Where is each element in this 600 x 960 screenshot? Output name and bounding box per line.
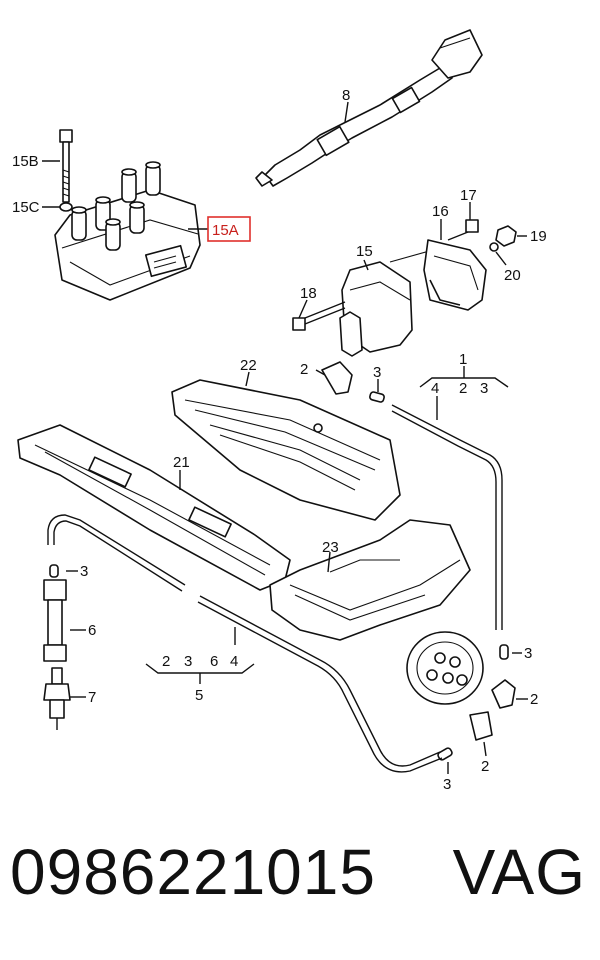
nut-19[interactable] (495, 225, 517, 247)
label-2-bottom: 2 (481, 758, 489, 775)
distributor-cap[interactable] (406, 631, 484, 705)
label-5-sub-6: 6 (210, 653, 218, 670)
ignition-lead-4-right[interactable] (391, 404, 503, 630)
label-22: 22 (240, 357, 257, 374)
label-8: 8 (342, 87, 350, 104)
ignition-lead-4-left-outer (53, 520, 183, 592)
brand-name: VAG (452, 836, 586, 908)
label-15C: 15C (12, 199, 40, 216)
washer-15C[interactable] (59, 202, 73, 212)
label-3-top: 3 (373, 364, 381, 381)
callout-labels: 8 15B 15C 15A 17 16 19 20 15 18 2 3 22 1… (12, 87, 547, 793)
connector-2-upper[interactable] (321, 361, 353, 395)
spark-plug-connector-6[interactable] (43, 579, 67, 662)
label-23: 23 (322, 539, 339, 556)
label-3-bottom: 3 (443, 776, 451, 793)
ignition-lead-4-right-outer (391, 410, 497, 630)
label-1-sub-2: 2 (459, 380, 467, 397)
label-20: 20 (504, 267, 521, 284)
label-15A: 15A (212, 222, 239, 239)
label-5: 5 (195, 687, 203, 704)
ignition-coil-pack-15A[interactable] (54, 161, 201, 301)
screw-17[interactable] (447, 219, 479, 241)
connector-2-right[interactable] (491, 679, 516, 709)
label-18: 18 (300, 285, 317, 302)
leader-lines (42, 101, 528, 774)
part-number: 0986221015 (10, 836, 376, 908)
sleeve-3-right[interactable] (499, 644, 509, 660)
label-5-sub-2: 2 (162, 653, 170, 670)
ignition-module-16[interactable] (423, 239, 487, 311)
ignition-coil-15[interactable] (339, 247, 441, 357)
label-3-left: 3 (80, 563, 88, 580)
sleeve-3-top[interactable] (369, 391, 385, 403)
ignition-lead-4-long-outer (197, 601, 443, 773)
engine-cover-22[interactable] (171, 379, 401, 521)
ignition-lead-4-long[interactable] (199, 595, 441, 767)
label-21: 21 (173, 454, 190, 471)
spark-plug-7[interactable] (43, 667, 71, 730)
bolt-18[interactable] (292, 301, 346, 331)
label-7: 7 (88, 689, 96, 706)
engine-cover-23[interactable] (269, 519, 471, 641)
connector-2-lower[interactable] (469, 711, 493, 741)
label-2-right: 2 (530, 691, 538, 708)
label-16: 16 (432, 203, 449, 220)
label-15: 15 (356, 243, 373, 260)
label-2-top: 2 (300, 361, 308, 378)
label-5-sub-3: 3 (184, 653, 192, 670)
ignition-lead-4-left[interactable] (47, 514, 186, 586)
label-1-sub-3: 3 (480, 380, 488, 397)
label-15B: 15B (12, 153, 39, 170)
exploded-parts-diagram: 8 15B 15C 15A 17 16 19 20 15 18 2 3 22 1… (12, 29, 547, 793)
ignition-lead-8[interactable] (255, 29, 483, 187)
footer: 0986221015 VAG (0, 835, 600, 945)
label-3-right: 3 (524, 645, 532, 662)
highlight-box-15A (207, 216, 251, 242)
clip-20[interactable] (489, 242, 499, 252)
label-1: 1 (459, 351, 467, 368)
label-19: 19 (530, 228, 547, 245)
label-17: 17 (460, 187, 477, 204)
label-5-sub-4: 4 (230, 653, 238, 670)
bolt-15B[interactable] (59, 129, 73, 203)
sleeve-3-bottom[interactable] (437, 747, 453, 761)
label-6: 6 (88, 622, 96, 639)
label-1-sub-4: 4 (431, 380, 439, 397)
sleeve-3-left[interactable] (49, 564, 59, 578)
